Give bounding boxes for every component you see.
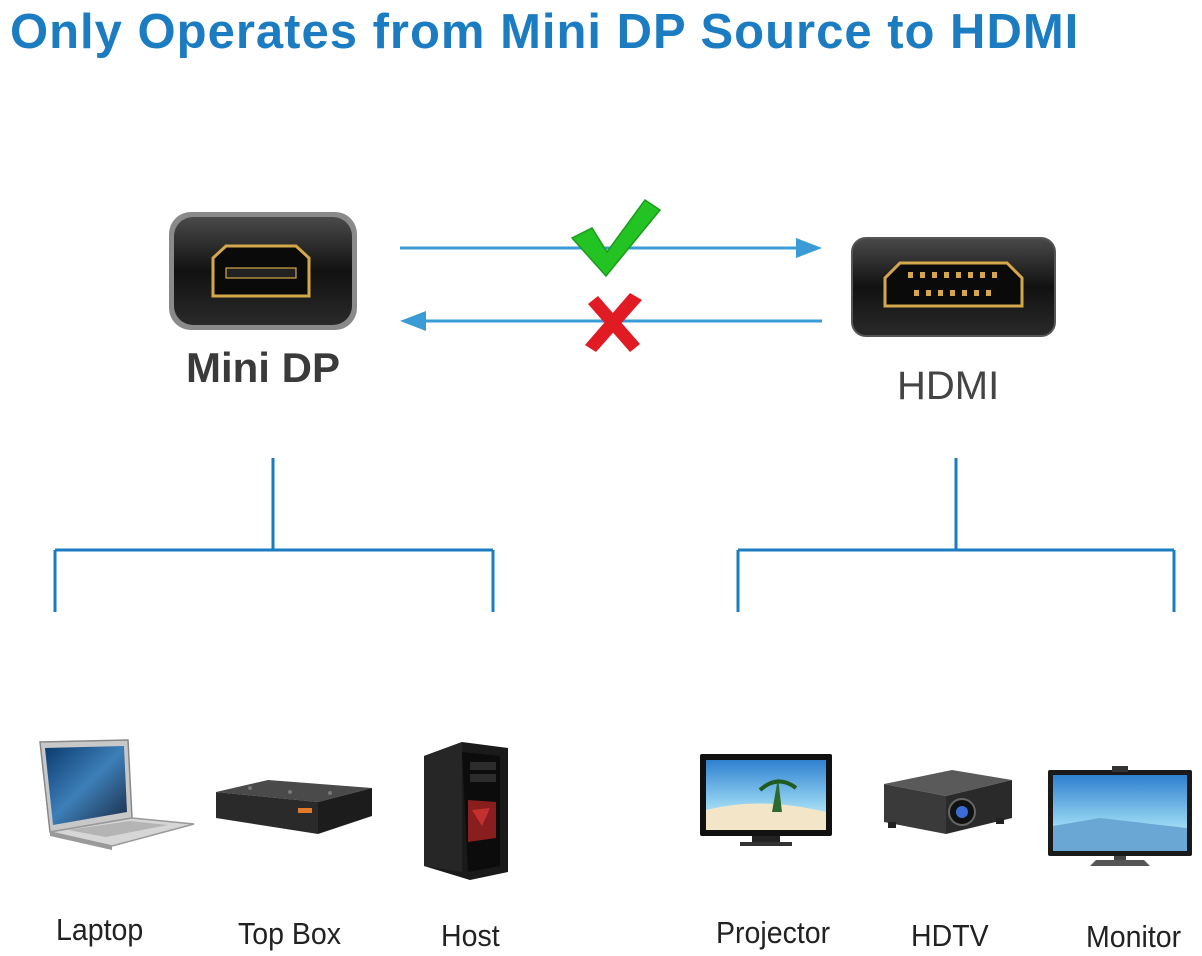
source-label: Mini DP	[186, 344, 340, 391]
device-label-host: Host	[441, 918, 500, 953]
set-top-box-icon	[216, 780, 372, 834]
device-label-projector: Projector	[716, 915, 831, 950]
tv-icon	[700, 754, 832, 846]
source-branch-lines	[53, 458, 495, 612]
device-label-laptop: Laptop	[56, 912, 144, 947]
x-mark-icon	[585, 293, 642, 352]
monitor-icon	[1048, 766, 1192, 866]
hdmi-connector-icon	[851, 237, 1056, 337]
pc-tower-icon	[424, 742, 508, 880]
page-title: Only Operates from Mini DP Source to HDM…	[10, 5, 1080, 59]
projector-icon	[884, 770, 1012, 834]
device-label-hdtv: HDTV	[911, 918, 989, 953]
device-label-top-box: Top Box	[238, 916, 342, 951]
target-label: HDMI	[897, 364, 1000, 408]
target-branch-lines	[736, 458, 1176, 612]
device-label-monitor: Monitor	[1086, 919, 1182, 954]
mini-dp-connector-icon	[169, 212, 357, 330]
laptop-icon	[39, 739, 195, 850]
check-mark-icon	[570, 198, 662, 278]
